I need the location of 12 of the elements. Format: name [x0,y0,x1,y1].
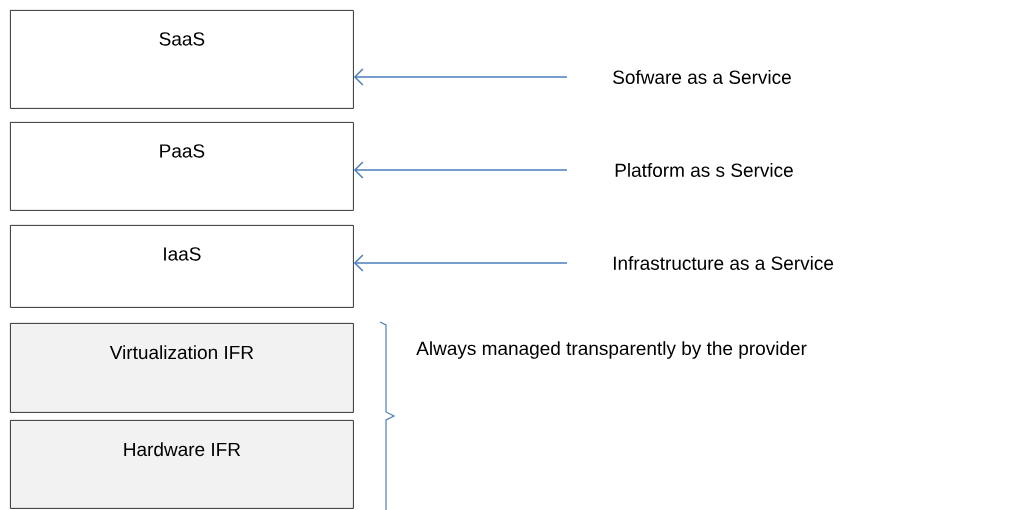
description-text: Platform as s Service [615,163,793,177]
layer-box: Virtualization IFR [10,323,354,413]
layer-box: IaaS [10,225,354,308]
arrow [353,161,568,179]
arrow [353,254,568,272]
arrow [353,68,568,86]
description-text: Sofware as a Service [613,70,791,84]
layer-box: SaaS [10,10,354,109]
description-text: Infrastructure as a Service [613,256,834,270]
layer-box: Hardware IFR [10,420,354,509]
note-text: Always managed transparently by the provider [416,341,807,359]
layer-box: PaaS [10,122,354,211]
